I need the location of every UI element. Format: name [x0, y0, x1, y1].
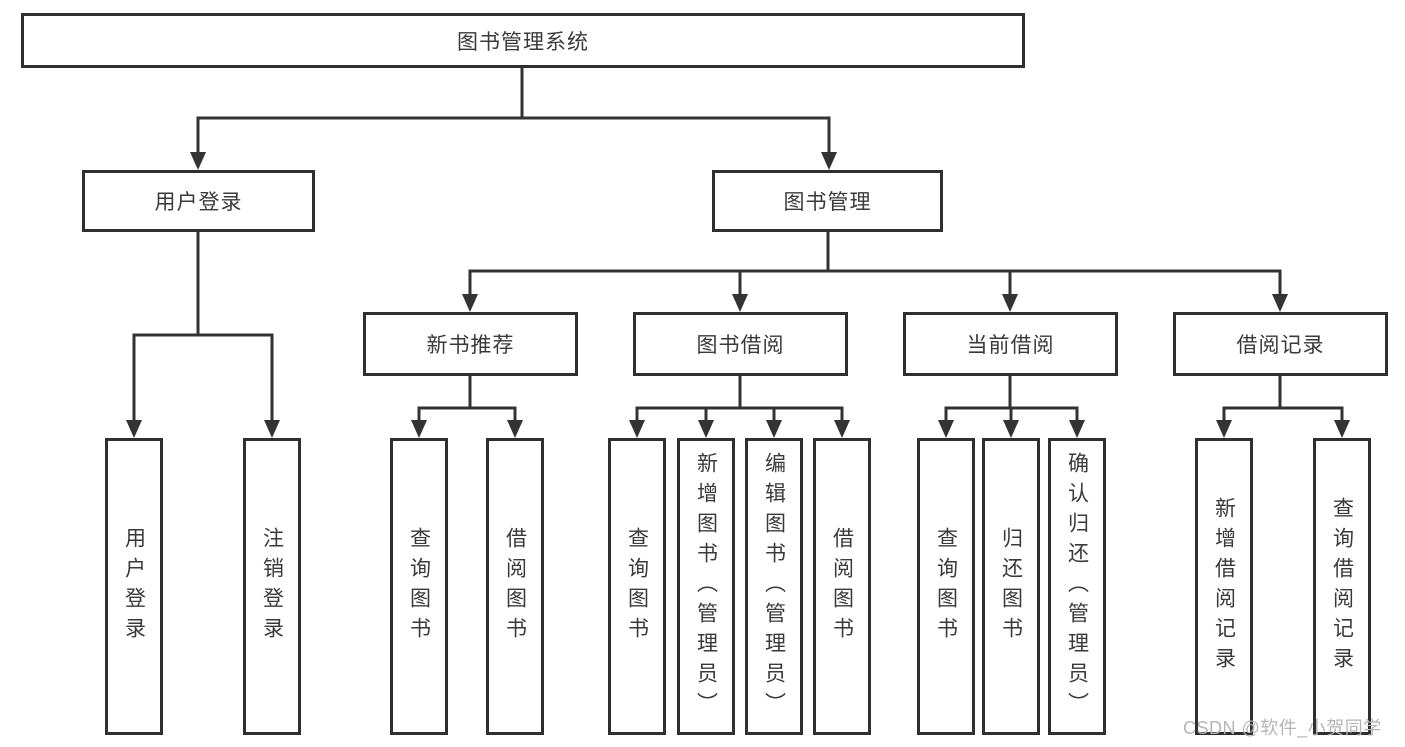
leaf-return-book-label: 归还图书 — [999, 526, 1023, 647]
leaf-search-books-borrow-label: 查询图书 — [625, 526, 649, 647]
node-book-management-label: 图书管理 — [783, 191, 872, 214]
connector-book-borrow-branch — [635, 374, 844, 422]
arrowheads-level2 — [190, 152, 837, 170]
connector-book-management-branch — [468, 230, 1282, 296]
leaf-add-borrow-record: 新增借阅记录 — [1195, 438, 1253, 735]
arrowheads-book-borrow-branch — [629, 420, 850, 438]
leaf-confirm-return-admin-label: 确认归还（管理员） — [1065, 451, 1089, 722]
arrowheads-user-login-branch — [126, 420, 280, 438]
node-user-login-label: 用户登录 — [154, 191, 243, 214]
leaf-user-login-label: 用户登录 — [122, 526, 146, 647]
leaf-borrow-book-label: 借阅图书 — [830, 526, 854, 647]
node-current-borrow: 当前借阅 — [903, 312, 1118, 376]
leaf-search-books-current-label: 查询图书 — [934, 526, 958, 647]
node-current-borrow-label: 当前借阅 — [966, 334, 1055, 357]
leaf-borrow-book: 借阅图书 — [813, 438, 871, 735]
leaf-search-books-current: 查询图书 — [917, 438, 975, 735]
node-borrow-records-label: 借阅记录 — [1236, 334, 1325, 357]
connector-borrow-record-branch — [1222, 374, 1344, 422]
leaf-user-login: 用户登录 — [105, 438, 163, 735]
leaf-add-book-admin-label: 新增图书（管理员） — [694, 451, 718, 722]
csdn-watermark: CSDN @软件_小贺同学 — [1183, 718, 1382, 738]
node-new-book-recommend-label: 新书推荐 — [426, 334, 515, 357]
connector-root-to-level2 — [196, 66, 831, 154]
node-book-borrow-label: 图书借阅 — [696, 334, 785, 357]
arrowheads-borrow-record-branch — [1216, 420, 1350, 438]
leaf-add-borrow-record-label: 新增借阅记录 — [1212, 496, 1236, 677]
leaf-search-books-borrow: 查询图书 — [608, 438, 666, 735]
leaf-logout: 注销登录 — [243, 438, 301, 735]
leaf-return-book: 归还图书 — [982, 438, 1040, 735]
node-root-label: 图书管理系统 — [457, 30, 589, 54]
connector-new-book-branch — [417, 374, 517, 422]
node-new-book-recommend: 新书推荐 — [363, 312, 578, 376]
arrowheads-new-book-branch — [411, 420, 523, 438]
connector-user-login-branch — [132, 230, 274, 422]
leaf-confirm-return-admin: 确认归还（管理员） — [1048, 438, 1106, 735]
leaf-borrow-book-recommend: 借阅图书 — [486, 438, 544, 735]
node-root-library-system: 图书管理系统 — [21, 13, 1025, 68]
leaf-borrow-book-recommend-label: 借阅图书 — [503, 526, 527, 647]
arrowheads-current-borrow-branch — [938, 420, 1085, 438]
leaf-search-borrow-record-label: 查询借阅记录 — [1330, 496, 1354, 677]
leaf-edit-book-admin-label: 编辑图书（管理员） — [762, 451, 786, 722]
node-user-login: 用户登录 — [82, 170, 315, 232]
connector-current-borrow-branch — [944, 374, 1079, 422]
node-book-management: 图书管理 — [712, 170, 943, 232]
leaf-search-books-recommend-label: 查询图书 — [407, 526, 431, 647]
leaf-edit-book-admin: 编辑图书（管理员） — [745, 438, 803, 735]
leaf-search-books-recommend: 查询图书 — [390, 438, 448, 735]
leaf-search-borrow-record: 查询借阅记录 — [1313, 438, 1371, 735]
leaf-logout-label: 注销登录 — [260, 526, 284, 647]
node-book-borrow: 图书借阅 — [633, 312, 848, 376]
arrowheads-level3 — [462, 294, 1288, 312]
node-borrow-records: 借阅记录 — [1173, 312, 1388, 376]
leaf-add-book-admin: 新增图书（管理员） — [677, 438, 735, 735]
